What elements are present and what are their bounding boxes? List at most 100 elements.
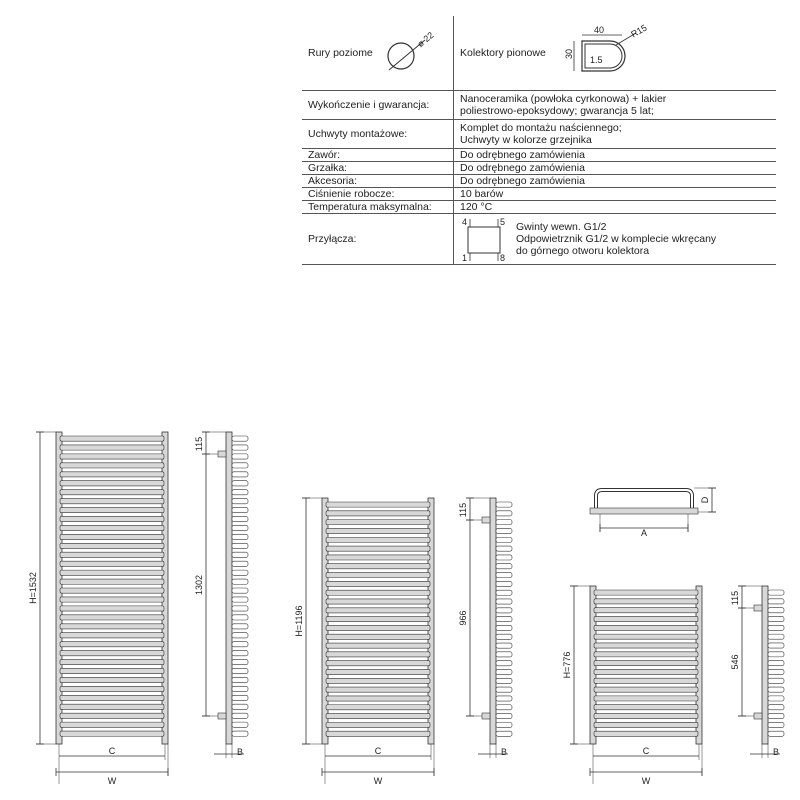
horizontal-tube xyxy=(325,642,431,649)
spec-table: Rury poziome ø 22 Kolektory pionowe 40 R… xyxy=(302,16,776,265)
spec-row-connections: Przyłącza: 4 5 1 8 Gwinty wewn. G1/2 Odp… xyxy=(302,213,776,265)
side-tube xyxy=(231,587,249,594)
horizontal-tube xyxy=(59,471,165,478)
horizontal-tube xyxy=(59,489,165,496)
horizontal-tube xyxy=(325,695,431,702)
side-tube xyxy=(231,525,249,531)
horizontal-tube xyxy=(59,551,165,558)
spec-label: Temperatura maksymalna: xyxy=(302,200,454,214)
side-tube xyxy=(231,471,249,478)
side-tube xyxy=(231,462,249,469)
side-tube xyxy=(495,545,513,552)
side-tube xyxy=(231,605,249,612)
side-tube xyxy=(495,589,513,596)
horizontal-tube xyxy=(59,686,165,692)
connections-value: 4 5 1 8 Gwinty wewn. G1/2 Odpowietrznik … xyxy=(453,213,776,265)
side-tube xyxy=(231,498,249,505)
side-tube xyxy=(231,560,249,567)
horizontal-tube xyxy=(59,542,165,549)
horizontal-tube xyxy=(59,444,165,451)
horizontal-pipes-cell: Rury poziome ø 22 xyxy=(302,16,454,91)
side-tube xyxy=(231,542,249,549)
horizontal-tube xyxy=(593,642,699,649)
horizontal-tube xyxy=(59,605,165,612)
side-tube xyxy=(231,578,249,585)
horizontal-tube xyxy=(325,669,431,675)
horizontal-tube xyxy=(59,462,165,469)
side-tube xyxy=(231,712,249,719)
horizontal-tube xyxy=(325,589,431,596)
depth-label: B xyxy=(773,747,779,757)
spec-row: Zawór: Do odrębnego zamówienia xyxy=(302,148,776,162)
side-tube xyxy=(495,722,513,728)
collector-section-icon: 40 R15 30 1.5 xyxy=(564,23,648,72)
horizontal-tube xyxy=(59,677,165,683)
collector-spacing-label: C xyxy=(375,746,382,756)
spec-value: 120 °C xyxy=(453,200,776,214)
horizontal-tube xyxy=(593,669,699,675)
horizontal-tube xyxy=(59,578,165,585)
side-tube xyxy=(231,435,249,442)
width-label: W xyxy=(642,776,651,786)
side-tube xyxy=(495,607,513,614)
horizontal-tube xyxy=(59,498,165,505)
side-tube xyxy=(495,625,513,631)
top-depth-label: D xyxy=(700,496,710,503)
horizontal-tube xyxy=(325,501,431,508)
side-tube xyxy=(767,713,785,719)
horizontal-tube xyxy=(325,581,431,587)
horizontal-tube xyxy=(325,704,431,711)
side-tube xyxy=(495,730,513,737)
horizontal-tube xyxy=(593,616,699,622)
horizontal-tube xyxy=(325,660,431,667)
collector-spacing-label: C xyxy=(109,746,116,756)
spec-row: Akcesoria: Do odrębnego zamówienia xyxy=(302,174,776,188)
horizontal-tube xyxy=(59,650,165,657)
connection-corner-8: 8 xyxy=(500,253,505,263)
side-tube xyxy=(231,453,249,460)
spec-value: 10 barów xyxy=(453,187,776,201)
side-tube xyxy=(767,607,785,614)
spec-label: Zawór: xyxy=(302,148,454,162)
side-tube xyxy=(767,704,785,711)
horizontal-tube xyxy=(325,563,431,570)
horizontal-tube xyxy=(59,507,165,514)
side-tube xyxy=(231,489,249,496)
side-tube xyxy=(495,501,513,508)
horizontal-tube xyxy=(59,668,165,674)
side-tube xyxy=(495,713,513,719)
horizontal-tube xyxy=(59,516,165,522)
horizontal-tube xyxy=(59,632,165,639)
horizontal-tube xyxy=(593,686,699,693)
collector-wall-text: 1.5 xyxy=(590,55,603,65)
horizontal-tube xyxy=(325,616,431,623)
side-tube xyxy=(231,534,249,540)
connection-diagram-icon: 4 5 1 8 xyxy=(462,217,505,263)
horizontal-tube xyxy=(325,528,431,534)
side-tube xyxy=(495,581,513,587)
depth-label: B xyxy=(501,747,507,757)
connection-corner-1: 1 xyxy=(462,253,467,263)
side-tube xyxy=(231,641,249,648)
side-tube xyxy=(495,510,513,517)
side-tube xyxy=(767,616,785,622)
top-view-mount xyxy=(589,507,699,515)
width-label: W xyxy=(108,776,117,786)
connections-label: Przyłącza: xyxy=(302,213,454,265)
height-label: H=1196 xyxy=(294,605,304,636)
side-tube xyxy=(495,536,513,543)
side-collector xyxy=(225,431,233,745)
side-tube xyxy=(495,677,513,684)
side-collector xyxy=(761,585,769,745)
side-tube xyxy=(495,598,513,605)
horizontal-tube xyxy=(59,453,165,460)
depth-label: B xyxy=(237,747,243,757)
side-tube xyxy=(495,704,513,711)
horizontal-tube xyxy=(325,686,431,693)
width-label: W xyxy=(374,776,383,786)
side-tube xyxy=(495,554,513,561)
side-tube xyxy=(767,633,785,640)
